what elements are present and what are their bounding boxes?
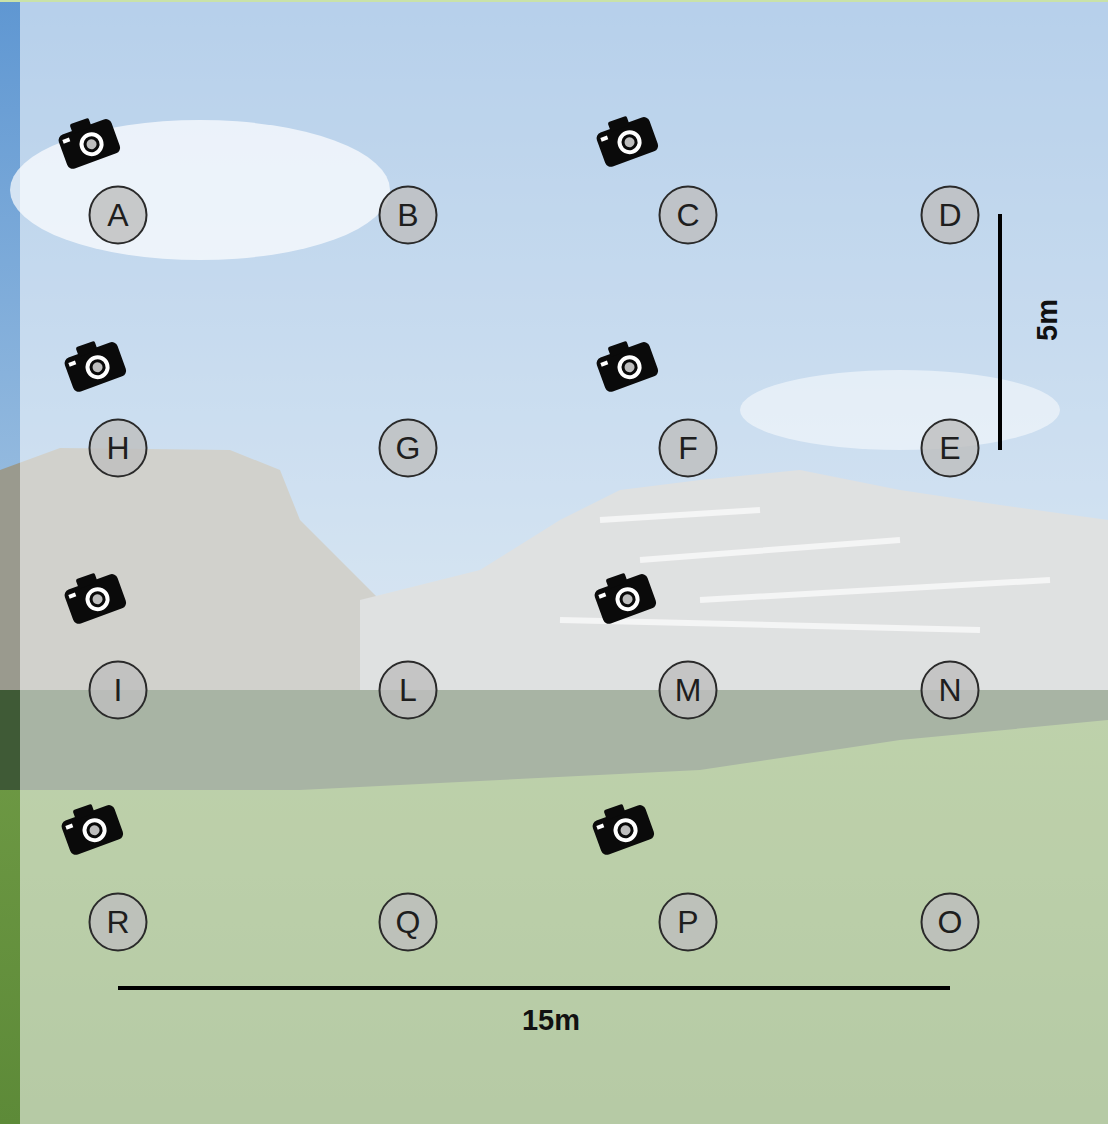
circle-shape (660, 187, 717, 244)
station-circle: P (658, 892, 718, 952)
circle-shape (380, 420, 437, 477)
point-letter: L (399, 674, 417, 706)
scale-label: 15m (522, 1006, 580, 1035)
point-letter: H (106, 432, 129, 464)
camera-icon (592, 334, 659, 394)
point-letter: O (938, 906, 963, 938)
circle-shape (922, 894, 979, 951)
point-letter: F (678, 432, 698, 464)
circle-shape (90, 187, 147, 244)
station-circle: R (88, 892, 148, 952)
circle-shape (90, 894, 147, 951)
point-letter: R (106, 906, 129, 938)
scale-bar (998, 214, 1002, 450)
circle-shape (380, 662, 437, 719)
station-circle: O (920, 892, 980, 952)
point-letter: G (396, 432, 421, 464)
point-letter: M (675, 674, 702, 706)
point-letter: Q (396, 906, 421, 938)
station-circle: A (88, 185, 148, 245)
point-letter: B (397, 199, 418, 231)
top-border (0, 0, 1108, 2)
station-circle: E (920, 418, 980, 478)
scale-label: 5m (1033, 299, 1062, 341)
point-letter: N (938, 674, 961, 706)
circle-shape (90, 662, 147, 719)
station-circle: Q (378, 892, 438, 952)
station-circle: H (88, 418, 148, 478)
station-circle: G (378, 418, 438, 478)
camera-icon (60, 566, 127, 626)
camera-icon (588, 797, 655, 857)
station-circle: D (920, 185, 980, 245)
station-circle: I (88, 660, 148, 720)
camera-icon (592, 109, 659, 169)
point-letter: P (677, 906, 698, 938)
station-circle: M (658, 660, 718, 720)
circle-shape (922, 187, 979, 244)
station-circle: L (378, 660, 438, 720)
fade-overlay (20, 0, 1108, 1124)
circle-shape (922, 420, 979, 477)
scale-bar (118, 986, 950, 990)
point-letter: E (939, 432, 960, 464)
circle-shape (380, 894, 437, 951)
circle-shape (380, 187, 437, 244)
circle-shape (660, 894, 717, 951)
station-circle: N (920, 660, 980, 720)
circle-shape (922, 662, 979, 719)
circle-shape (90, 420, 147, 477)
circle-shape (660, 420, 717, 477)
camera-icon (590, 566, 657, 626)
station-circle: C (658, 185, 718, 245)
station-circle: F (658, 418, 718, 478)
point-letter: A (107, 199, 128, 231)
camera-icon (60, 334, 127, 394)
point-letter: C (676, 199, 699, 231)
point-letter: D (938, 199, 961, 231)
point-letter: I (114, 674, 123, 706)
camera-icon (57, 797, 124, 857)
station-circle: B (378, 185, 438, 245)
circle-shape (660, 662, 717, 719)
camera-icon (54, 111, 121, 171)
